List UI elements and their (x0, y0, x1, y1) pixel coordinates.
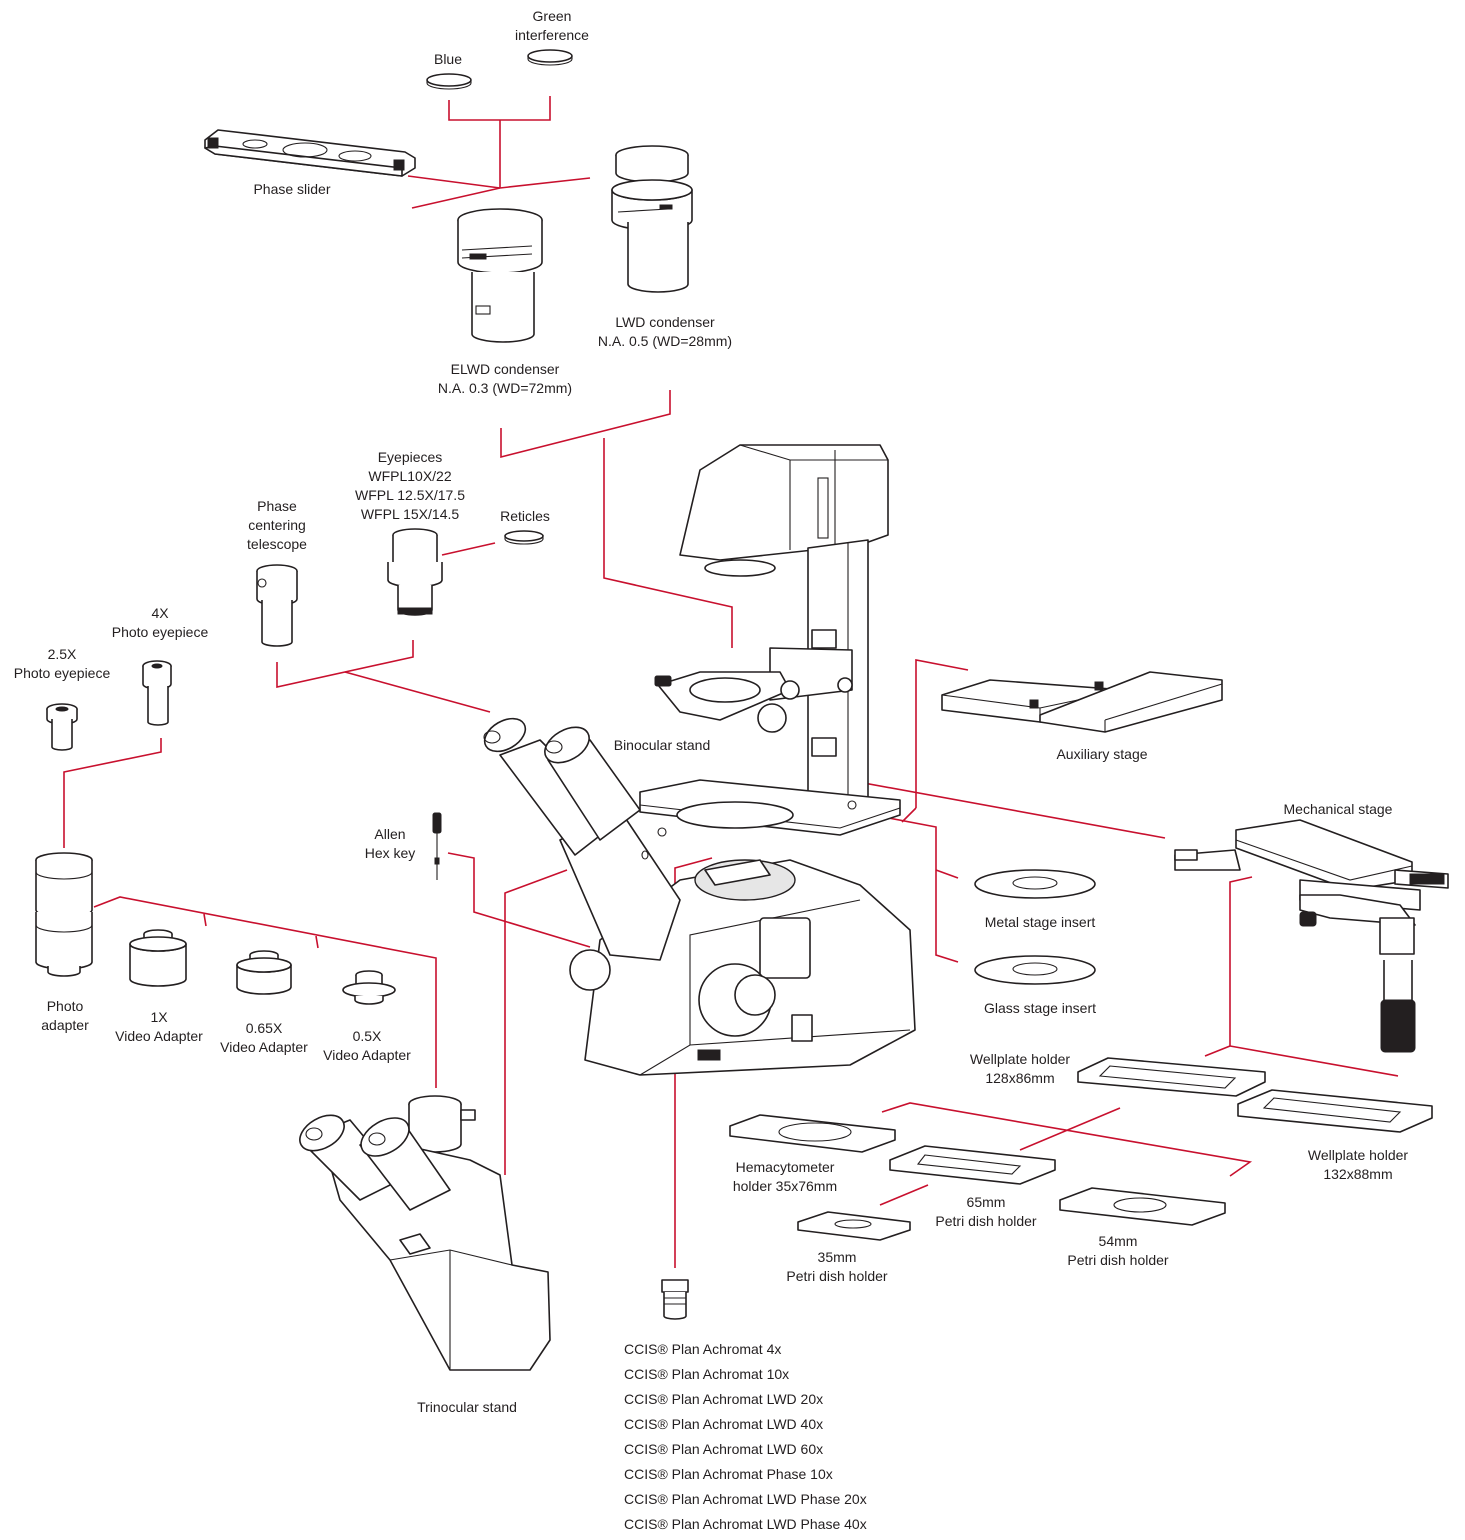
label-mechanical-stage: Mechanical stage (1283, 801, 1393, 817)
auxiliary-stage (941, 671, 1223, 733)
video-adapter-0-65x (236, 950, 292, 995)
metal-stage-insert (974, 869, 1096, 899)
petri-dish-holder-35 (797, 1211, 911, 1241)
objective-item: CCIS® Plan Achromat LWD 20x (624, 1391, 824, 1407)
label-reticles: Reticles (500, 508, 550, 524)
objective-item: CCIS® Plan Achromat LWD 40x (624, 1416, 824, 1432)
phase-telescope (256, 564, 298, 647)
objective-item: CCIS® Plan Achromat LWD Phase 20x (624, 1491, 867, 1507)
objective-item: CCIS® Plan Achromat Phase 10x (624, 1466, 833, 1482)
eyepiece (387, 528, 443, 616)
label-blue: Blue (433, 51, 463, 67)
label-binocular-stand: Binocular stand (613, 737, 711, 753)
reticle-disk (504, 530, 544, 545)
label-phase-slider: Phase slider (253, 181, 331, 197)
glass-stage-insert (974, 955, 1096, 985)
photo-adapter (35, 852, 93, 977)
lwd-condenser (611, 145, 693, 293)
objective-item: CCIS® Plan Achromat LWD 60x (624, 1441, 824, 1457)
petri-dish-holder-54 (1059, 1187, 1226, 1226)
video-adapter-1x (129, 929, 187, 987)
phase-slider (204, 129, 416, 177)
blue-filter (426, 73, 472, 90)
elwd-condenser (457, 208, 543, 343)
objective-lens (661, 1279, 689, 1320)
binocular-stand (483, 444, 916, 1076)
trinocular-stand (299, 1095, 551, 1371)
objective-item: CCIS® Plan Achromat 4x (624, 1341, 782, 1357)
mechanical-stage (1174, 819, 1449, 1053)
allen-hex-key (432, 812, 442, 880)
objective-item: CCIS® Plan Achromat 10x (624, 1366, 790, 1382)
hemacytometer-holder (729, 1114, 896, 1153)
wellplate-holder-128 (1077, 1057, 1266, 1097)
photo-eyepiece-4x (142, 660, 172, 726)
objective-list: CCIS® Plan Achromat 4x CCIS® Plan Achrom… (624, 1340, 867, 1540)
label-trinocular-stand: Trinocular stand (417, 1399, 517, 1415)
green-filter (527, 49, 573, 66)
petri-dish-holder-65 (889, 1145, 1056, 1185)
label-glass-stage-insert: Glass stage insert (983, 1000, 1097, 1016)
wellplate-holder-132 (1237, 1089, 1433, 1133)
label-metal-stage-insert: Metal stage insert (984, 914, 1096, 930)
photo-eyepiece-2-5x (46, 703, 78, 751)
objective-item: CCIS® Plan Achromat LWD Phase 40x (624, 1516, 867, 1532)
label-auxiliary-stage: Auxiliary stage (1056, 746, 1148, 762)
video-adapter-0-5x (342, 970, 396, 1005)
